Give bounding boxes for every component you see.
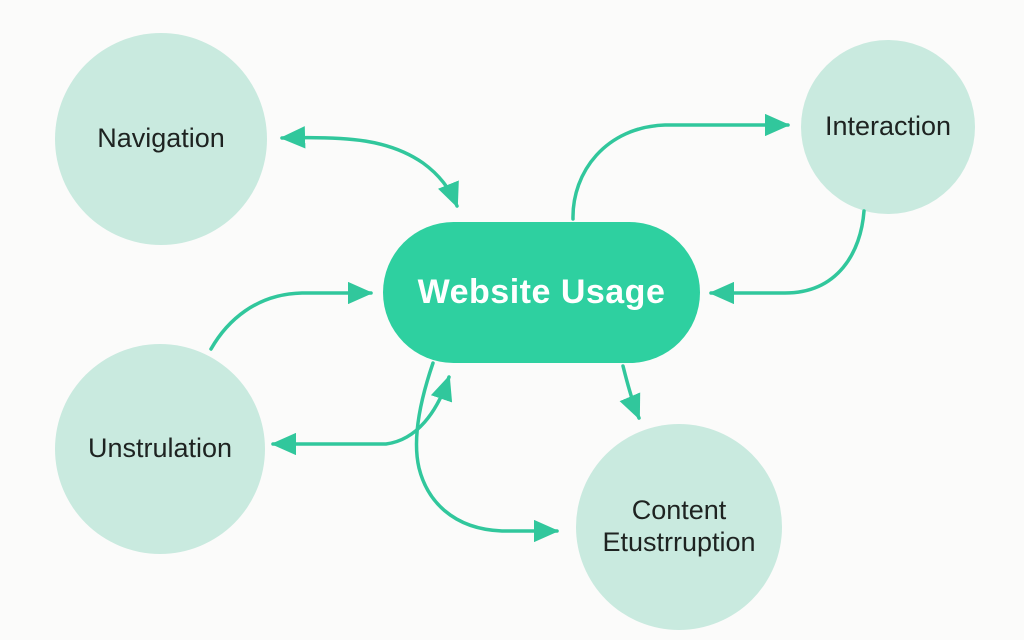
edge-interaction-to-hub [708,209,866,305]
edge-hub-navigation-bidirectional [279,126,459,208]
edge-hub-to-content-curve [414,361,560,543]
node-unstrulation[interactable]: Unstrulation [55,344,265,554]
edge-hub-to-interaction [571,113,791,221]
node-content-etustrruption[interactable]: Content Etustrruption [576,424,782,630]
node-navigation[interactable]: Navigation [55,33,267,245]
node-unstrulation-label: Unstrulation [87,433,233,464]
node-website-usage-hub[interactable]: Website Usage [383,222,700,363]
node-content-label-line2: Etustrruption [602,527,756,557]
node-interaction-label: Interaction [824,111,952,142]
edge-unstrulation-to-hub [209,281,374,351]
hub-label: Website Usage [417,273,666,311]
node-navigation-label: Navigation [97,123,225,154]
node-interaction[interactable]: Interaction [801,40,975,214]
edge-hub-unstrulation-bidirectional [270,375,453,456]
edge-hub-to-content-straight [619,364,641,420]
node-content-label-line1: Content [631,495,727,526]
node-content-etustrruption-label: Content Etustrruption [602,495,755,559]
